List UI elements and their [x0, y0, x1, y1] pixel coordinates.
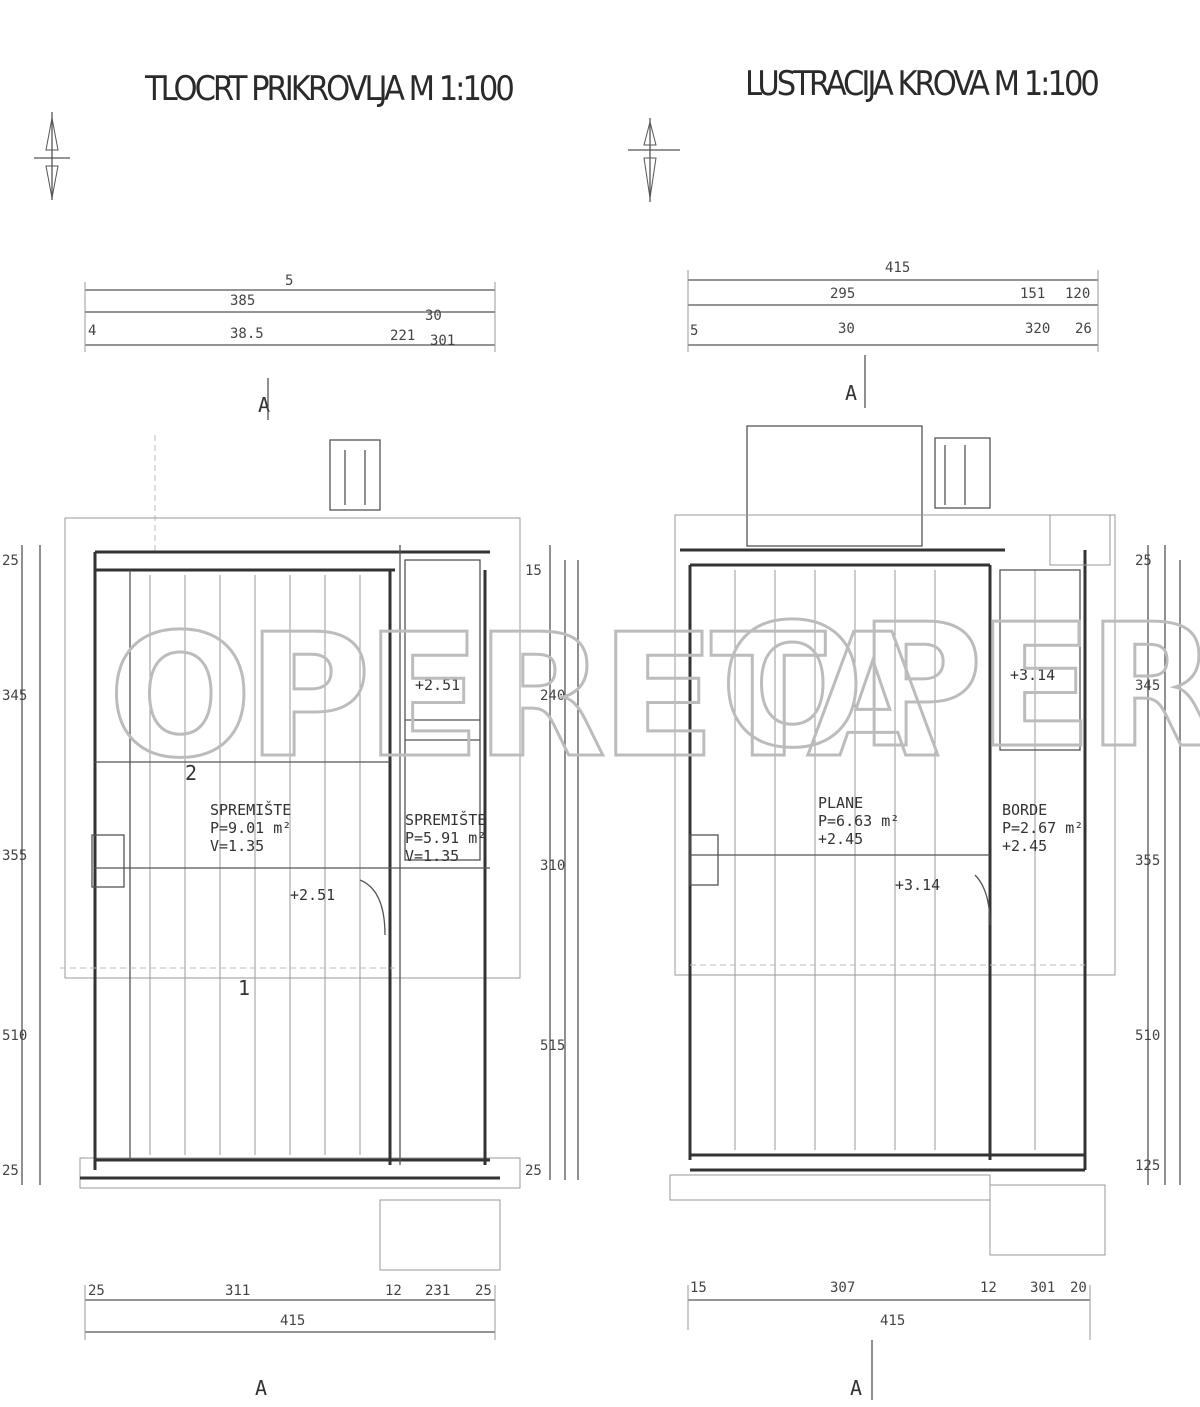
right-room-1-extra: +2.45 — [818, 830, 863, 848]
right-section-top: A — [845, 381, 857, 405]
right-side-dimensions: 25 345 355 510 125 — [1135, 545, 1181, 1185]
left-dim-top-5: 221 — [390, 328, 415, 344]
right-dim-total: 415 — [880, 1313, 905, 1329]
right-dim-bottom-5: 20 — [1070, 1280, 1087, 1296]
watermark-right: OPERETA — [720, 588, 1200, 786]
left-room-2-extra: V=1.35 — [405, 847, 459, 865]
left-side-dimensions: 25 345 355 510 25 — [2, 545, 41, 1185]
left-rafters — [149, 575, 361, 1155]
right-rafters — [734, 570, 1036, 1150]
right-title: LUSTRACIJA KROVA M 1:100 — [745, 64, 1098, 104]
right-dim-bottom-3: 12 — [980, 1280, 997, 1296]
right-dim-top-8: 26 — [1075, 321, 1092, 337]
right-dim-top-4: 120 — [1065, 286, 1090, 302]
left-dim-bottom-1: 25 — [88, 1283, 105, 1299]
right-dim-bottom-1: 15 — [690, 1280, 707, 1296]
left-dim-top-2: 5 — [285, 273, 293, 289]
right-dim-bottom-4: 301 — [1030, 1280, 1055, 1296]
left-stair-mark: 1 — [238, 976, 250, 1000]
left-dim-right-1: 15 — [525, 563, 542, 579]
left-dim-bottom-3: 12 — [385, 1283, 402, 1299]
right-dim-top-7: 320 — [1025, 321, 1050, 337]
left-dim-top-3: 385 — [230, 293, 255, 309]
right-dim-right-1: 25 — [1135, 553, 1152, 569]
left-dim-top-7: 301 — [430, 333, 455, 349]
left-dim-right-5: 515 — [540, 1038, 565, 1054]
left-section-bottom: A — [255, 1376, 267, 1400]
left-dim-bottom-4: 231 — [425, 1283, 450, 1299]
right-dim-right-5: 125 — [1135, 1158, 1160, 1174]
right-room-2-area: P=2.67 m² — [1002, 819, 1083, 837]
left-title: TLOCRT PRIKROVLJA M 1:100 — [144, 69, 513, 109]
left-dim-right-3: 240 — [540, 688, 565, 704]
right-level-1: +3.14 — [895, 876, 940, 894]
left-dim-bottom-5: 25 — [475, 1283, 492, 1299]
right-dim-right-2: 345 — [1135, 678, 1160, 694]
left-section-top: A — [258, 393, 270, 417]
left-dim-top-6: 30 — [425, 308, 442, 324]
left-plan: TLOCRT PRIKROVLJA M 1:100 4 5 385 38.5 2… — [2, 69, 579, 1400]
left-north-arrow-icon — [34, 112, 70, 200]
left-room-1-name: SPREMIŠTE — [210, 800, 291, 819]
left-stair-mark-2: 2 — [185, 761, 197, 785]
watermark-left: OPERETA — [108, 598, 938, 796]
left-room-2-area: P=5.91 m² — [405, 829, 486, 847]
right-dim-top-2: 295 — [830, 286, 855, 302]
left-dim-right-4: 310 — [540, 858, 565, 874]
right-room-1-name: PLANE — [818, 794, 863, 812]
left-dim-bottom-2: 311 — [225, 1283, 250, 1299]
right-dim-top-3: 151 — [1020, 286, 1045, 302]
right-room-1-area: P=6.63 m² — [818, 812, 899, 830]
left-room-1-extra: V=1.35 — [210, 837, 264, 855]
left-right-dimensions: 15 240 310 515 25 — [525, 545, 579, 1180]
right-dim-top-5: 5 — [690, 323, 698, 339]
right-dim-top-1: 415 — [885, 260, 910, 276]
right-dim-right-4: 510 — [1135, 1028, 1160, 1044]
right-dim-top-6: 30 — [838, 321, 855, 337]
right-room-2-extra: +2.45 — [1002, 837, 1047, 855]
left-dim-left-3: 355 — [2, 848, 27, 864]
left-level-1: +2.51 — [290, 886, 335, 904]
right-plan: LUSTRACIJA KROVA M 1:100 415 295 151 120… — [628, 64, 1181, 1400]
right-room-2-name: BORDE — [1002, 801, 1047, 819]
right-north-arrow-icon — [628, 118, 680, 202]
left-room-2-name: SPREMIŠTE — [405, 810, 486, 829]
right-dim-bottom-2: 307 — [830, 1280, 855, 1296]
right-dim-right-3: 355 — [1135, 853, 1160, 869]
right-section-bottom: A — [850, 1376, 862, 1400]
right-level-2: +3.14 — [1010, 666, 1055, 684]
left-dim-left-1: 25 — [2, 553, 19, 569]
left-dim-right-6: 25 — [525, 1163, 542, 1179]
right-top-dimensions: 415 295 151 120 5 30 320 26 — [687, 260, 1099, 352]
left-level-2: +2.51 — [415, 676, 460, 694]
left-room-1-area: P=9.01 m² — [210, 819, 291, 837]
left-dim-left-5: 25 — [2, 1163, 19, 1179]
left-dim-top-4: 38.5 — [230, 326, 264, 342]
left-dim-top-1: 4 — [88, 323, 96, 339]
left-top-dimensions: 4 5 385 38.5 221 30 301 — [84, 273, 496, 352]
left-dim-total: 415 — [280, 1313, 305, 1329]
left-dim-left-4: 510 — [2, 1028, 27, 1044]
left-dim-left-2: 345 — [2, 688, 27, 704]
